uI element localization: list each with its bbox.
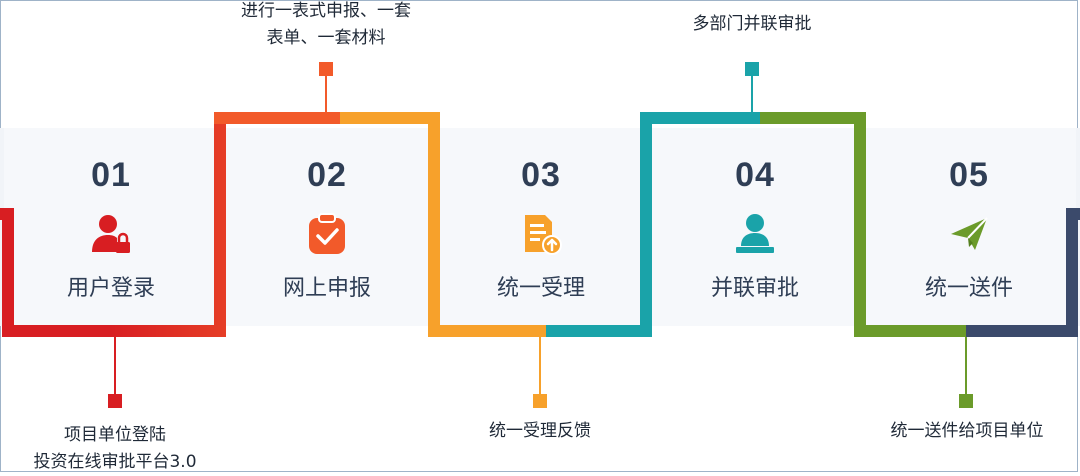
- note-step-01-line-1: 项目单位登陆: [64, 425, 166, 445]
- step-label-03: 统一受理: [496, 276, 585, 301]
- step-label-04: 并联审批: [710, 276, 799, 301]
- person-desk-icon: [648, 212, 862, 256]
- user-lock-icon: [4, 212, 218, 256]
- note-step-03-line-1: 统一受理反馈: [489, 421, 591, 441]
- step-label-01: 用户登录: [66, 276, 155, 301]
- note-step-02-line-1: 进行一表式申报、一套: [241, 1, 411, 21]
- step-label-02: 网上申报: [282, 276, 371, 301]
- line-segment-01: [0, 208, 120, 337]
- note-step-02-line-2: 表单、一套材料: [266, 28, 386, 48]
- step-number-02: 02: [307, 156, 347, 194]
- note-step-03: 统一受理反馈: [440, 418, 640, 445]
- connector-marker-05: [959, 394, 973, 408]
- paper-plane-icon: [862, 212, 1076, 256]
- step-number-03: 03: [521, 156, 561, 194]
- connector-marker-04: [745, 62, 759, 76]
- connector-marker-02: [319, 62, 333, 76]
- note-step-04-line-1: 多部门并联审批: [692, 14, 812, 34]
- step-number-05: 05: [949, 156, 989, 194]
- note-step-05-line-1: 统一送件给项目单位: [890, 421, 1044, 441]
- line-segment-05: [960, 208, 1080, 337]
- step-label-05: 统一送件: [924, 276, 1013, 301]
- step-number-04: 04: [735, 156, 775, 194]
- note-step-04: 多部门并联审批: [652, 11, 852, 38]
- clipboard-check-icon: [220, 212, 434, 256]
- step-number-01: 01: [91, 156, 131, 194]
- note-step-01-line-2: 投资在线审批平台3.0: [33, 452, 197, 472]
- note-step-02: 进行一表式申报、一套 表单、一套材料: [216, 0, 436, 52]
- document-upload-icon: [434, 212, 648, 256]
- note-step-05: 统一送件给项目单位: [862, 418, 1072, 445]
- connector-marker-03: [533, 394, 547, 408]
- connector-marker-01: [108, 394, 122, 408]
- note-step-01: 项目单位登陆 投资在线审批平台3.0: [15, 422, 215, 476]
